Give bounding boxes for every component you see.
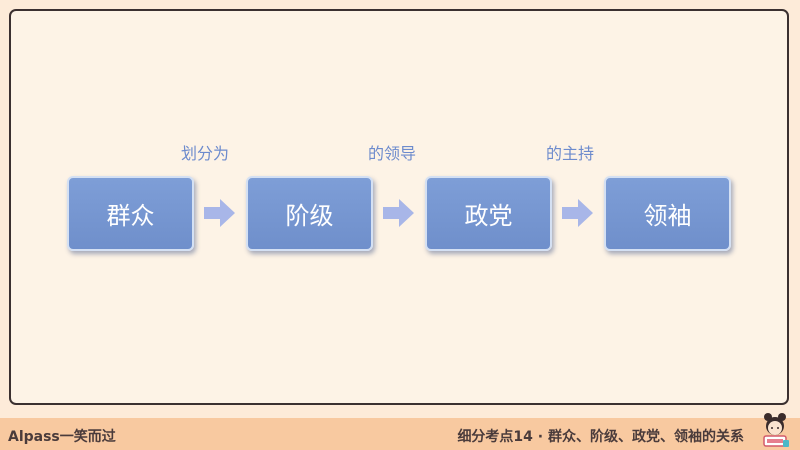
brand-label: Alpass一笑而过 [8,429,116,445]
arrow-right-icon [562,199,593,227]
arrow-right-icon [383,199,414,227]
relation-label-preside: 的主持 [546,144,595,163]
node-party: 政党 [425,176,552,251]
node-masses: 群众 [67,176,194,251]
node-leader: 领袖 [604,176,731,251]
relation-label-divide: 划分为 [181,144,230,163]
relation-label-lead: 的领导 [368,144,417,163]
footer-bar: Alpass一笑而过 细分考点14 · 群众、阶级、政党、领袖的关系 [0,418,800,450]
mascot-girl-icon [763,413,789,447]
arrow-right-icon [204,199,235,227]
node-class: 阶级 [246,176,373,251]
slide-caption: 细分考点14 · 群众、阶级、政党、领袖的关系 [457,429,744,445]
